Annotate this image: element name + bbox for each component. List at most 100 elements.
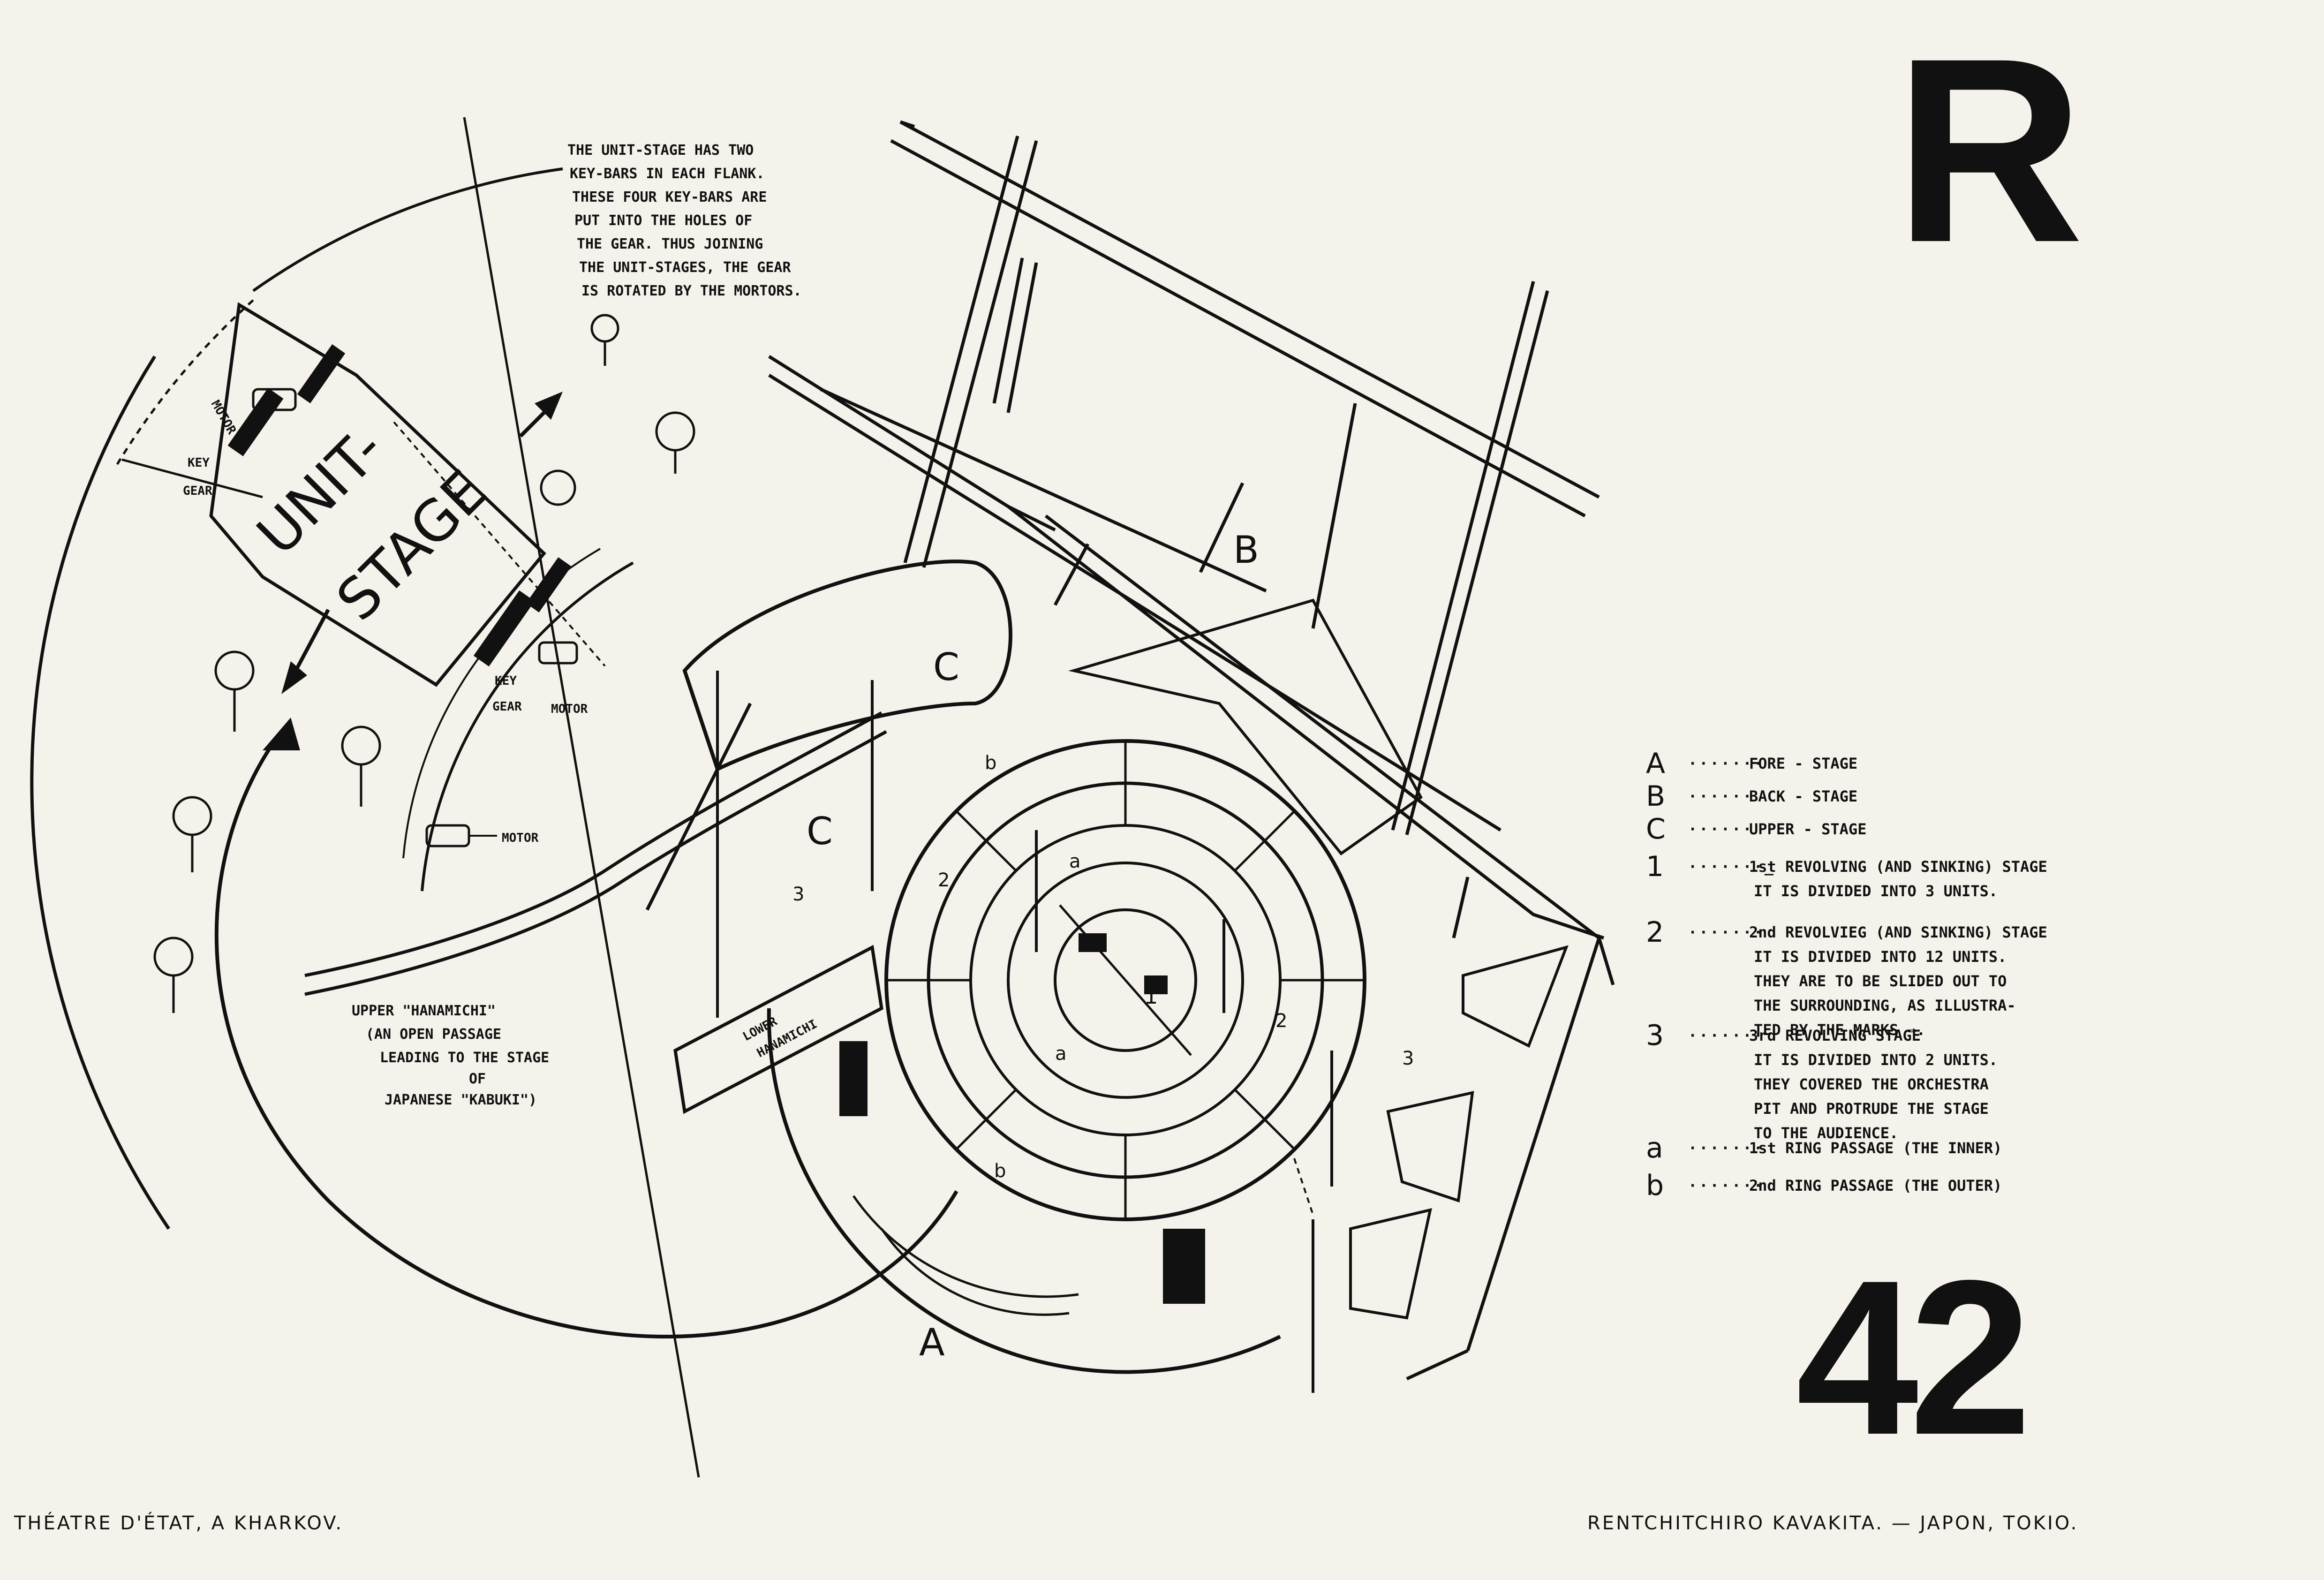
legend-item: B ······BACK - STAGE xyxy=(1646,780,1858,813)
gear-label-2: GEAR xyxy=(492,700,522,714)
plate-number: 42 xyxy=(1796,1234,2032,1481)
radial-divisions xyxy=(886,741,1365,1219)
key-label-2: KEY xyxy=(495,674,517,688)
legend-text: 2nd REVOLVIEG (AND SINKING) STAGE xyxy=(1749,923,2047,941)
fore-stage-arc xyxy=(767,1008,1281,1374)
legend-leader: ······ xyxy=(1688,787,1754,805)
upper-hanamichi-line: JAPANESE "KABUKI") xyxy=(385,1092,537,1108)
label-b-2: b xyxy=(994,1160,1006,1182)
dashed-guide xyxy=(1293,1158,1314,1215)
pit-arc-2 xyxy=(880,1228,1070,1316)
upper-hanamichi-edge xyxy=(304,730,887,996)
legend-key: A xyxy=(1646,747,1666,780)
key-bar xyxy=(227,388,284,456)
legend-text: 2nd RING PASSAGE (THE OUTER) xyxy=(1749,1177,2002,1194)
label-B: B xyxy=(1233,528,1259,572)
label-a-2: a xyxy=(1055,1043,1067,1065)
label-C: C xyxy=(933,645,959,689)
track-arc xyxy=(252,167,563,292)
legend-text: 1st REVOLVING (AND SINKING) STAGE xyxy=(1749,858,2047,876)
center-block xyxy=(1079,933,1107,952)
legend-text-continued: PIT AND PROTRUDE THE STAGE xyxy=(1754,1100,1989,1118)
unit-stage-note-line: IS ROTATED BY THE MORTORS. xyxy=(581,283,802,299)
legend-key: C xyxy=(1646,813,1666,846)
legend-leader: ·······_ xyxy=(1688,858,1776,876)
label-b: b xyxy=(985,752,996,774)
plate-letter: R xyxy=(1894,3,2084,297)
legend-key: b xyxy=(1646,1169,1664,1202)
dashed-arc xyxy=(116,299,254,465)
legend-leader: ······· xyxy=(1688,923,1765,941)
legend-leader: ······· xyxy=(1688,1139,1765,1157)
arrow-head-icon xyxy=(263,718,300,750)
legend-key: B xyxy=(1646,780,1666,813)
pit-arc xyxy=(852,1195,1079,1298)
motor-icon xyxy=(252,388,297,411)
ring-4 xyxy=(1007,862,1244,1099)
caption-left: THÉATRE D'ÉTAT, A KHARKOV. xyxy=(14,1512,344,1534)
key-bar xyxy=(526,557,572,612)
key-bar xyxy=(297,344,346,403)
legend-text-continued: TO THE AUDIENCE. xyxy=(1754,1124,1899,1142)
ring-inner xyxy=(1054,908,1197,1052)
unit-stage-note-line: THESE FOUR KEY-BARS ARE xyxy=(572,189,767,205)
upper-hanamichi-caption: UPPER "HANAMICHI"(AN OPEN PASSAGELEADING… xyxy=(352,1003,549,1108)
label-1: 1 xyxy=(1144,983,1158,1009)
inner-arc xyxy=(421,561,634,892)
legend-text-continued: THEY ARE TO BE SLIDED OUT TO xyxy=(1754,972,2007,990)
legend-item: A ·······FORE - STAGE xyxy=(1646,747,1858,780)
legend-leader: ······· xyxy=(1688,1177,1765,1194)
stair-block xyxy=(1163,1229,1205,1304)
center-block xyxy=(1144,975,1168,994)
dashed-flank xyxy=(393,421,606,667)
unit-stage-note-line: KEY-BARS IN EACH FLANK. xyxy=(570,166,764,182)
legend-item: C ······UPPER - STAGE xyxy=(1646,813,1867,846)
legend-text: 3rd REVOLVING STAGE xyxy=(1749,1027,1921,1044)
label-a: a xyxy=(1069,851,1081,872)
legend-leader: ······· xyxy=(1688,755,1765,772)
unit-stage-note-line: THE GEAR. THUS JOINING xyxy=(577,236,763,252)
rotation-arc xyxy=(214,730,958,1338)
legend-text-continued: TED BY THE MARKS ⇒. xyxy=(1754,1021,1926,1039)
seat-pins xyxy=(153,314,695,1013)
legend-text-continued: IT IS DIVIDED INTO 2 UNITS. xyxy=(1754,1051,1998,1069)
revolving-stages xyxy=(304,559,1569,1393)
stair-block xyxy=(839,1041,868,1116)
stage-3-segments xyxy=(1068,598,1569,1320)
flank-line xyxy=(121,458,263,499)
unit-stage-note: THE UNIT-STAGE HAS TWO KEY-BARS IN EACH F… xyxy=(567,142,802,299)
arrow-head-icon xyxy=(535,392,563,420)
legend-text-continued: THE SURROUNDING, AS ILLUSTRA- xyxy=(1754,997,2016,1014)
unit-stage-note-line: THE UNIT-STAGE HAS TWO xyxy=(567,142,754,159)
motor-label-3: MOTOR xyxy=(502,831,539,845)
section-line xyxy=(463,117,700,1478)
legend-leader: ······ xyxy=(1688,820,1754,838)
motor-label-2: MOTOR xyxy=(551,702,588,716)
label-A: A xyxy=(919,1321,945,1364)
legend-text: FORE - STAGE xyxy=(1749,755,1858,772)
label-2-b: 2 xyxy=(1275,1010,1287,1032)
legend-item: 2 ·······2nd REVOLVIEG (AND SINKING) STAG… xyxy=(1646,916,2047,1042)
label-3-b: 3 xyxy=(1402,1048,1414,1069)
legend-text-continued: IT IS DIVIDED INTO 12 UNITS. xyxy=(1754,948,2007,966)
unit-stage-note-line: PUT INTO THE HOLES OF xyxy=(574,212,752,229)
key-bar xyxy=(473,590,535,667)
key-label: KEY xyxy=(188,456,210,470)
columns xyxy=(716,671,1333,1393)
legend-key: 2 xyxy=(1646,916,1664,949)
legend-text: BACK - STAGE xyxy=(1749,787,1858,805)
back-stage-frame xyxy=(645,120,1615,1381)
upper-hanamichi-line: OF xyxy=(469,1071,486,1087)
unit-stage-plan xyxy=(30,117,958,1478)
outer-arc xyxy=(30,355,170,1230)
upper-hanamichi-line: LEADING TO THE STAGE xyxy=(380,1050,549,1066)
upper-hanamichi xyxy=(304,711,883,977)
motor-label: MOTOR xyxy=(208,398,239,437)
lower-hanamichi xyxy=(673,945,883,1114)
legend-key: a xyxy=(1646,1132,1663,1164)
legend-text: UPPER - STAGE xyxy=(1749,820,1867,838)
flank-line-2 xyxy=(262,575,437,686)
gear-label: GEAR xyxy=(183,484,212,498)
arrow-head-icon xyxy=(281,661,307,694)
